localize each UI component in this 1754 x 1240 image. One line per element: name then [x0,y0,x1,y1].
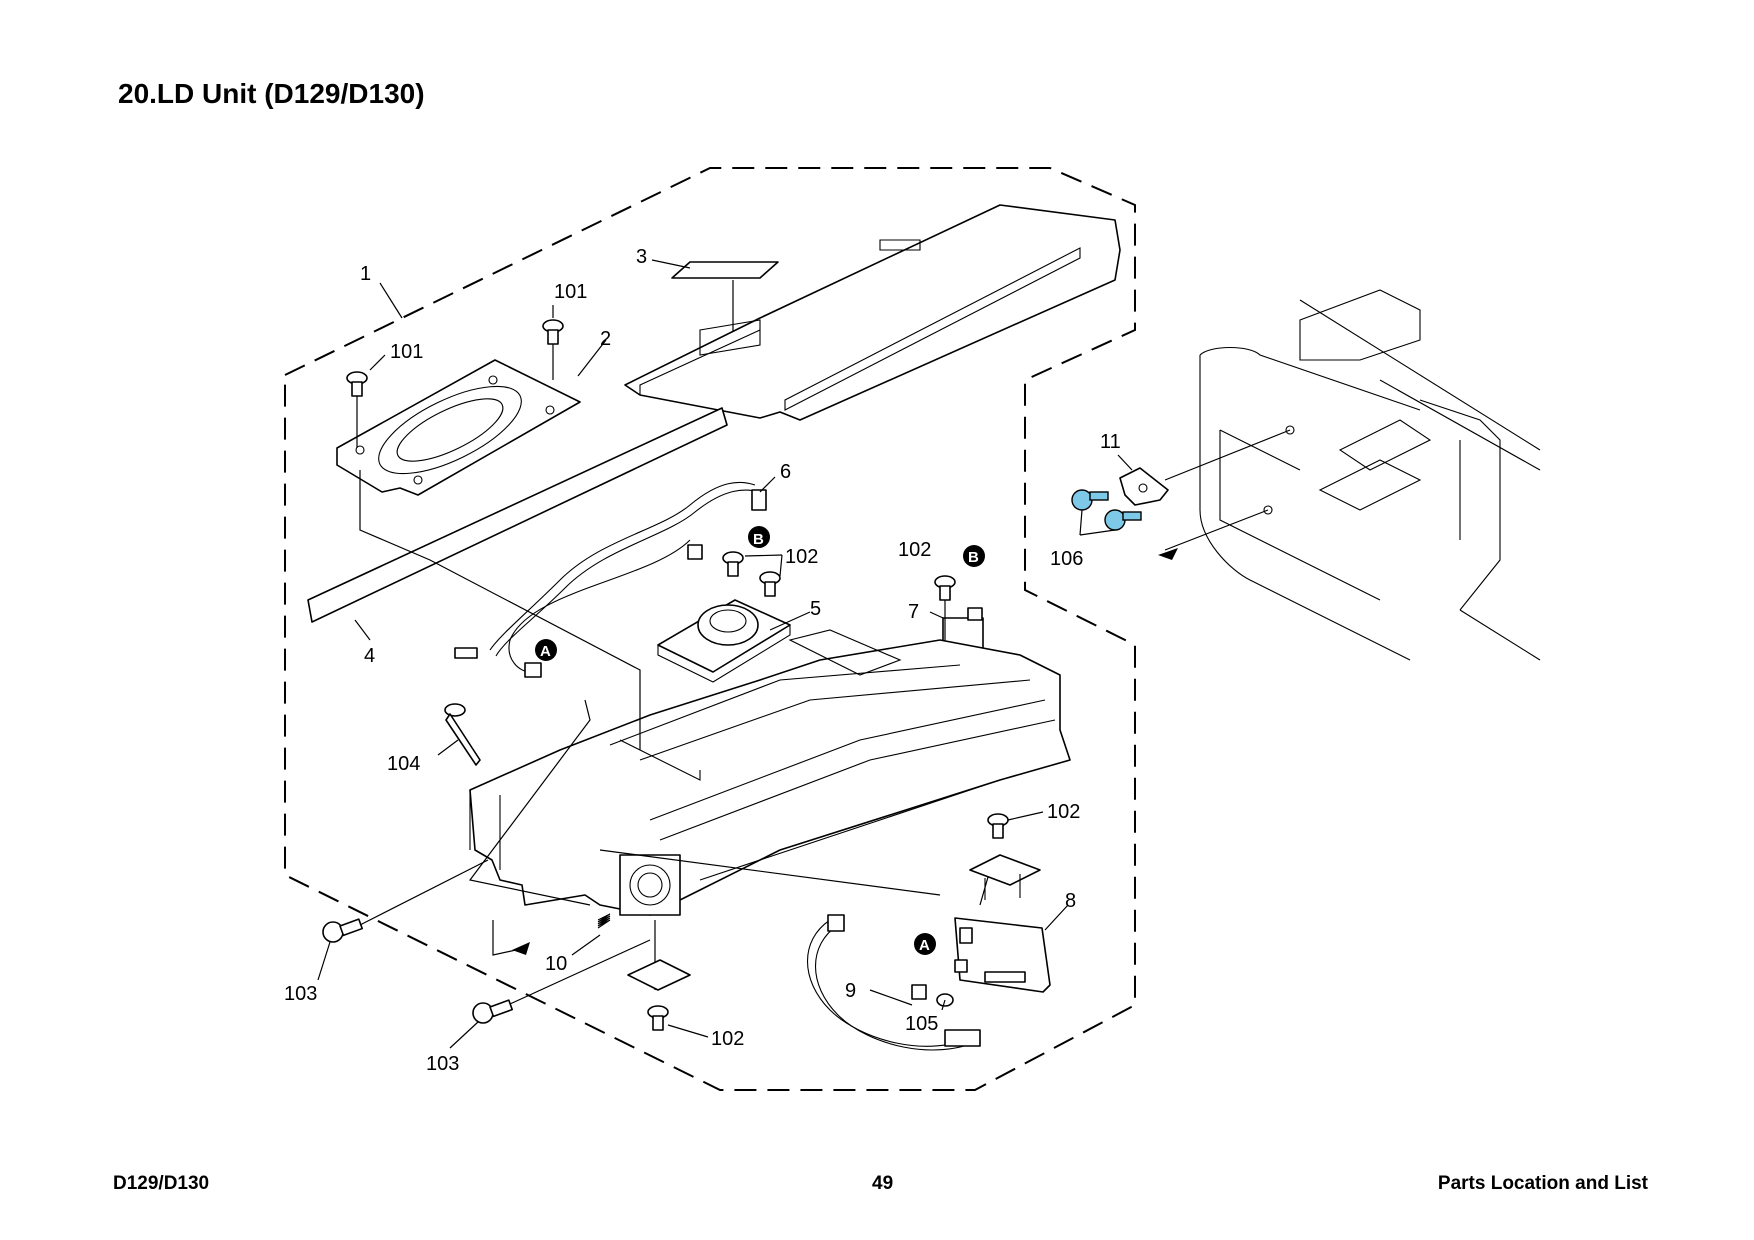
callout-102-a: 102 [785,546,818,568]
screw-106-b [1104,509,1142,531]
screw-103-b [472,939,651,1024]
marker-b-sensor: B [963,545,985,567]
part-10-spring [597,913,611,929]
callout-104: 104 [387,753,420,775]
callout-5: 5 [810,598,821,620]
part-2-plate [336,359,581,496]
part-housing-cover [624,204,1121,421]
bracket-right [969,813,1041,900]
screw-106-a [1071,489,1109,511]
callout-103-a: 103 [284,983,317,1005]
footer-model: D129/D130 [113,1173,210,1194]
part-6-harness [454,481,767,678]
part-8-board [954,917,1051,993]
callout-102-d: 102 [711,1028,744,1050]
svg-text:B: B [968,549,979,566]
callout-101-a: 101 [554,281,587,303]
svg-text:A: A [919,937,930,954]
part-4-glass-strip [307,407,728,623]
callout-6: 6 [780,461,791,483]
svg-text:B: B [753,531,764,548]
callout-102-c: 102 [1047,801,1080,823]
screw-101-a [542,319,564,380]
callout-7: 7 [908,601,919,623]
part-optical-base [469,629,1071,916]
part-11-bracket [1119,467,1169,506]
screw-104 [444,703,481,766]
screw-102-motor [722,551,783,597]
marker-a-harness: A [535,639,557,661]
footer-section: Parts Location and List [1437,1173,1648,1194]
marker-a-board: A [914,933,936,955]
svg-text:A: A [540,643,551,660]
footer-page-number: 49 [872,1173,894,1194]
callout-10: 10 [545,953,567,975]
part-5-polygon-motor [657,599,791,683]
callout-101-b: 101 [390,341,423,363]
callout-11: 11 [1100,431,1121,453]
arrow-right [1158,548,1178,560]
callout-106: 106 [1050,548,1083,570]
callout-3: 3 [636,246,647,268]
part-9-harness [807,914,981,1051]
callout-1: 1 [360,263,371,285]
callout-9: 9 [845,980,856,1002]
part-3-label [671,261,779,279]
screw-101-b [346,371,368,448]
callout-4: 4 [364,645,375,667]
callout-105: 105 [905,1013,938,1035]
callout-103-b: 103 [426,1053,459,1075]
screw-103-a [322,859,489,943]
bracket-bottom [627,959,691,1031]
marker-b-harness: B [748,526,770,548]
callout-8: 8 [1065,890,1076,912]
unit-boundary-dashed [284,167,1136,1091]
callout-2: 2 [600,328,611,350]
callout-102-b: 102 [898,539,931,561]
page-title: 20.LD Unit (D129/D130) [118,78,425,109]
arrow-left [512,942,530,955]
machine-frame-right [1164,289,1541,661]
